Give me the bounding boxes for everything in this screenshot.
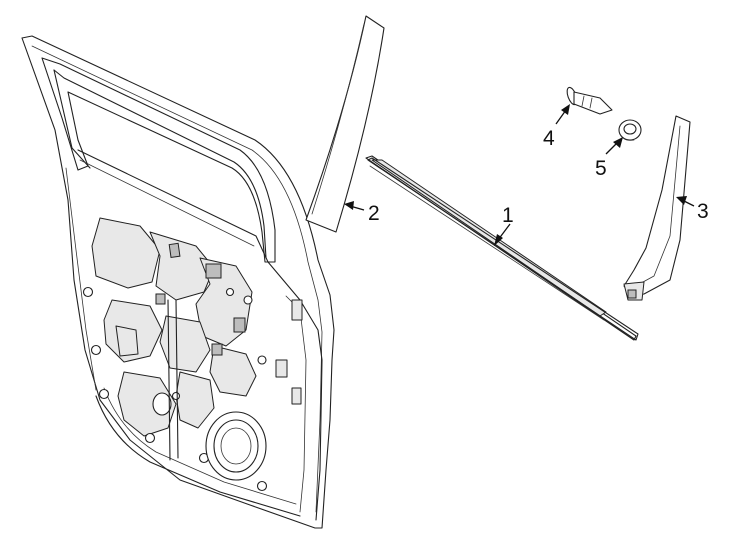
callout-2: 2 (344, 201, 380, 225)
callout-3: 3 (676, 196, 709, 223)
door-shell (21, 35, 335, 529)
callout-5: 5 (595, 137, 623, 180)
part-2-pillar-applique (305, 15, 385, 233)
part-4-clip (566, 86, 613, 115)
callout-5-label: 5 (595, 157, 607, 180)
part-3-rear-applique (623, 115, 691, 301)
callout-1-label: 1 (502, 204, 514, 227)
callout-2-label: 2 (368, 202, 380, 225)
callout-3-label: 3 (697, 200, 709, 223)
speaker-opening (205, 411, 267, 481)
callout-4-label: 4 (543, 127, 555, 150)
callout-1: 1 (494, 204, 514, 246)
part-1-belt-molding (365, 155, 639, 341)
callout-4: 4 (543, 104, 570, 150)
part-5-nut (618, 119, 642, 141)
